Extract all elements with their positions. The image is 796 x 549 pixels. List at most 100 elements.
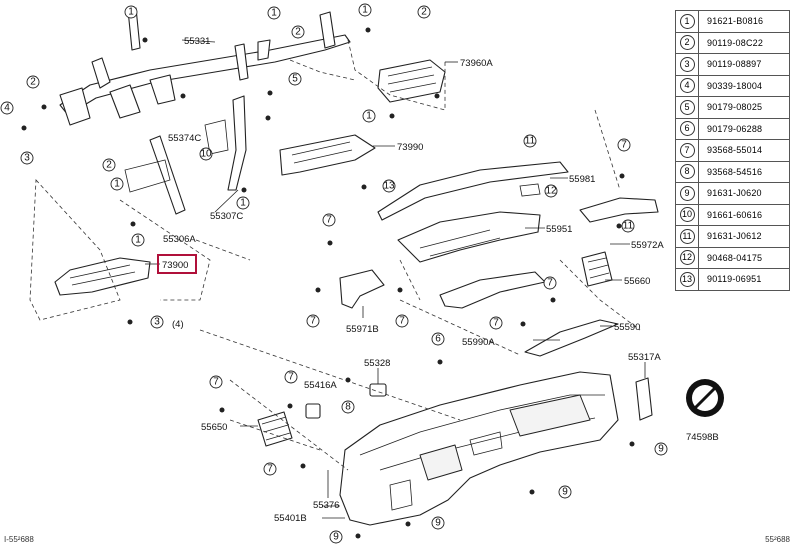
label-55331: 55331 — [184, 36, 210, 47]
legend-part-number: 90339-18004 — [698, 74, 790, 97]
legend-number: 3 — [679, 56, 695, 72]
legend-part-number: 93568-54516 — [698, 160, 790, 183]
svg-text:2: 2 — [106, 160, 112, 171]
label-55981: 55981 — [569, 174, 595, 185]
legend-number: 6 — [679, 121, 695, 137]
bracket-55317a — [635, 377, 653, 421]
svg-text:1: 1 — [240, 198, 246, 209]
legend-part-number: 90119-08C22 — [698, 31, 790, 54]
svg-text:7: 7 — [547, 278, 553, 289]
svg-text:1: 1 — [271, 8, 277, 19]
label-73900: 73900 — [162, 260, 188, 271]
callout-7g: 7 — [209, 375, 223, 389]
callout-9d: 9 — [329, 530, 343, 544]
legend-number: 8 — [679, 164, 695, 180]
legend-part-number: 90179-06288 — [698, 117, 790, 140]
callout-11b: 11 — [621, 219, 635, 233]
duct-55990a — [439, 271, 546, 309]
brace-55590 — [524, 319, 619, 357]
legend-number: 11 — [679, 228, 695, 244]
callout-9b: 9 — [654, 442, 668, 456]
legend-part-number: 91631-J0620 — [698, 182, 790, 205]
glovebox-73990 — [279, 134, 376, 176]
legend-number: 7 — [679, 142, 695, 158]
instrument-panel — [339, 371, 619, 526]
callout-11a: 11 — [523, 134, 537, 148]
vent-55650 — [257, 411, 293, 447]
callout-13: 13 — [382, 179, 396, 193]
callout-7c: 7 — [306, 314, 320, 328]
legend-part-number: 91621-B0816 — [698, 10, 790, 33]
label-paren-4: (4) — [172, 319, 184, 330]
legend-number: 9 — [679, 185, 695, 201]
svg-text:9: 9 — [435, 518, 441, 529]
svg-text:11: 11 — [623, 221, 634, 232]
label-55376: 55376 — [313, 500, 339, 511]
callout-2c: 2 — [417, 5, 431, 19]
svg-text:3: 3 — [154, 317, 160, 328]
svg-text:7: 7 — [493, 318, 499, 329]
label-55374c: 55374C — [168, 133, 201, 144]
callout-1c: 1 — [362, 109, 376, 123]
svg-text:3: 3 — [24, 153, 30, 164]
air-duct-73960a — [377, 59, 446, 103]
callout-2d: 2 — [102, 158, 116, 172]
callout-8: 8 — [341, 400, 355, 414]
label-55307c: 55307C — [210, 211, 243, 222]
svg-text:1: 1 — [114, 179, 120, 190]
callout-7i: 7 — [263, 462, 277, 476]
label-74598b: 74598B — [686, 432, 719, 443]
label-73960a: 73960A — [460, 58, 493, 69]
label-73990: 73990 — [397, 142, 423, 153]
label-55317a: 55317A — [628, 352, 661, 363]
label-55660: 55660 — [624, 276, 650, 287]
svg-text:4: 4 — [4, 103, 10, 114]
svg-text:7: 7 — [267, 464, 273, 475]
svg-text:7: 7 — [326, 215, 332, 226]
svg-text:8: 8 — [345, 402, 351, 413]
duct-55972a — [579, 197, 659, 223]
svg-text:7: 7 — [621, 140, 627, 151]
legend-part-number: 90468-04175 — [698, 246, 790, 269]
callout-3b: 3 — [150, 315, 164, 329]
brace-55306a — [149, 135, 186, 215]
legend-number: 2 — [679, 35, 695, 51]
svg-text:7: 7 — [399, 316, 405, 327]
vent-55660 — [581, 251, 613, 287]
callout-9c: 9 — [431, 516, 445, 530]
callout-1f: 1 — [131, 233, 145, 247]
label-55401b: 55401B — [274, 513, 307, 524]
svg-text:6: 6 — [435, 334, 441, 345]
svg-text:12: 12 — [545, 186, 557, 197]
label-55650: 55650 — [201, 422, 227, 433]
svg-text:9: 9 — [562, 487, 568, 498]
callout-5: 5 — [288, 72, 302, 86]
callout-1g: 1 — [358, 3, 372, 17]
callout-2: 2 — [26, 75, 40, 89]
legend-number: 13 — [679, 271, 695, 287]
callout-10: 10 — [199, 147, 213, 161]
legend-part-number: 90119-08897 — [698, 53, 790, 76]
svg-text:9: 9 — [333, 532, 339, 543]
callout-9a: 9 — [558, 485, 572, 499]
callout-7d: 7 — [395, 314, 409, 328]
corner-code-right: 55²688 — [765, 535, 790, 544]
svg-text:1: 1 — [128, 7, 134, 18]
airbag-73900 — [54, 257, 151, 296]
highlight-box-73900 — [157, 254, 197, 274]
svg-text:2: 2 — [295, 27, 301, 38]
callout-7a: 7 — [322, 213, 336, 227]
legend-part-number: 93568-55014 — [698, 139, 790, 162]
svg-text:5: 5 — [292, 74, 298, 85]
svg-text:11: 11 — [525, 136, 536, 147]
